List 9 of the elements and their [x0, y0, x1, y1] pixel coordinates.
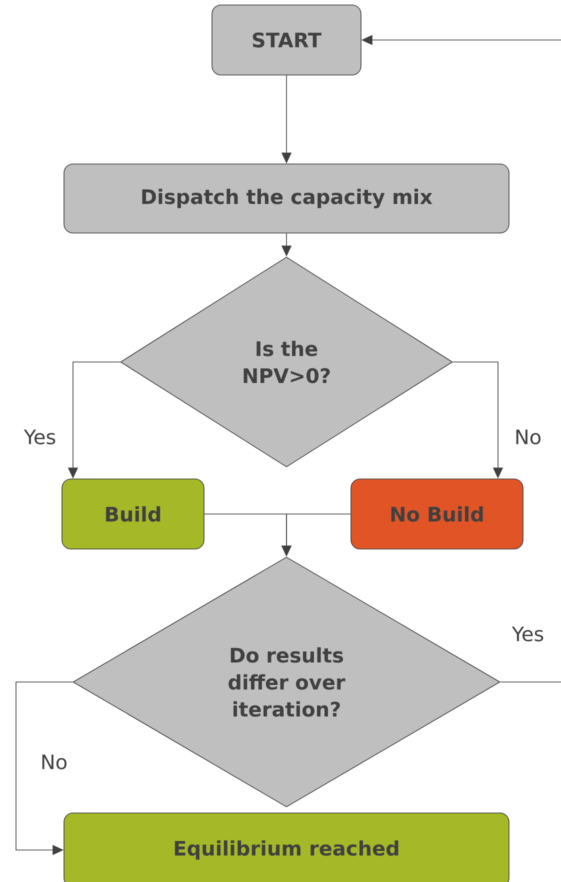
- edge-label: No: [513, 428, 543, 446]
- process-box: Dispatch the capacity mix: [64, 164, 510, 234]
- edge-label: Yes: [22, 428, 58, 446]
- process-box: Equilibrium reached: [64, 812, 510, 882]
- process-box: Build: [62, 478, 204, 550]
- process-box: START: [212, 4, 362, 76]
- edge-label: No: [39, 754, 69, 770]
- edge-label: Yes: [510, 626, 546, 642]
- process-box: No Build: [350, 478, 524, 550]
